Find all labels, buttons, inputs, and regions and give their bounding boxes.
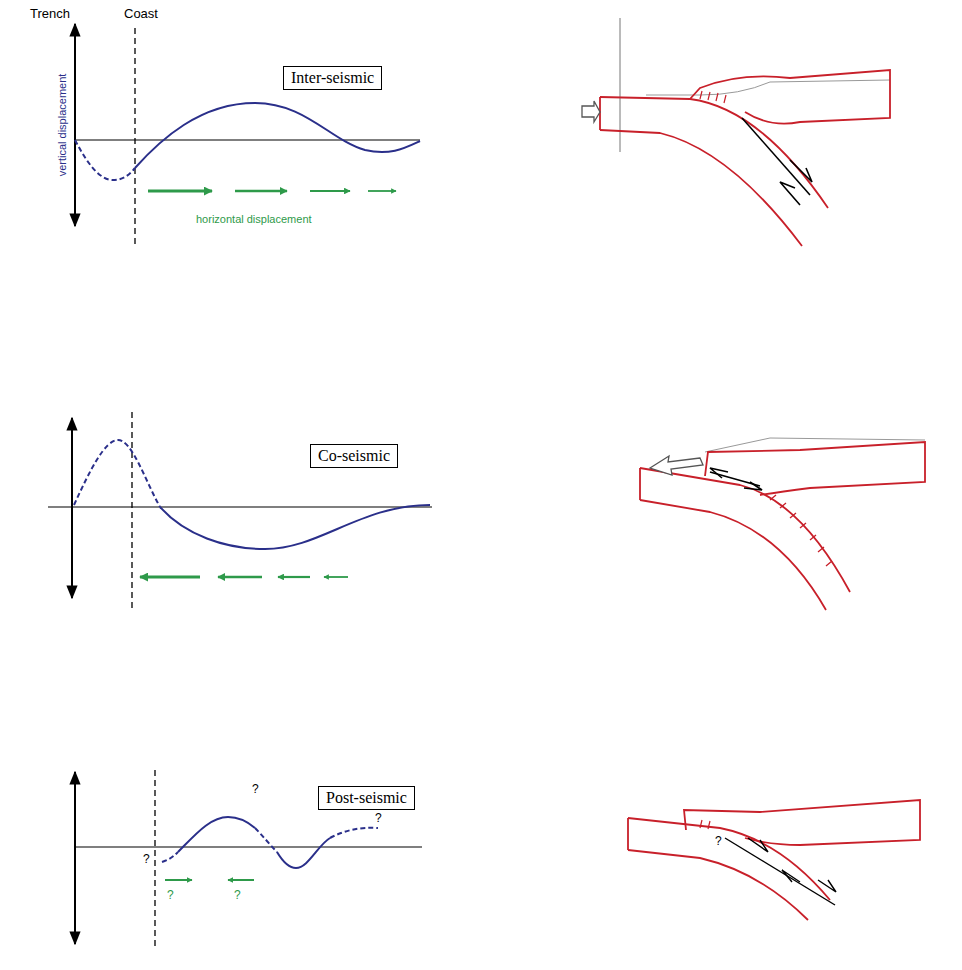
trench-label: Trench: [30, 6, 70, 21]
question-mark: ?: [375, 811, 382, 825]
post-graph: [75, 770, 422, 948]
question-mark: ?: [167, 888, 174, 902]
question-mark: ?: [715, 834, 722, 848]
question-mark: ?: [234, 888, 241, 902]
axis-label: vertical displacement: [56, 74, 68, 177]
question-mark: ?: [143, 852, 150, 866]
inter-graph: [75, 24, 420, 245]
inter-schematic: [582, 18, 890, 246]
coast-label: Coast: [124, 6, 158, 21]
phase-box: Post-seismic: [318, 786, 415, 810]
post-schematic: [628, 800, 920, 920]
axis-label: horizontal displacement: [196, 213, 312, 225]
phase-label: Post-seismic: [326, 789, 407, 807]
co-schematic: [640, 438, 925, 610]
question-mark: ?: [252, 782, 259, 796]
phase-label: Inter-seismic: [291, 69, 374, 87]
phase-box: Co-seismic: [310, 444, 398, 468]
co-graph: [48, 412, 432, 610]
phase-box: Inter-seismic: [283, 66, 382, 90]
phase-label: Co-seismic: [318, 447, 390, 465]
